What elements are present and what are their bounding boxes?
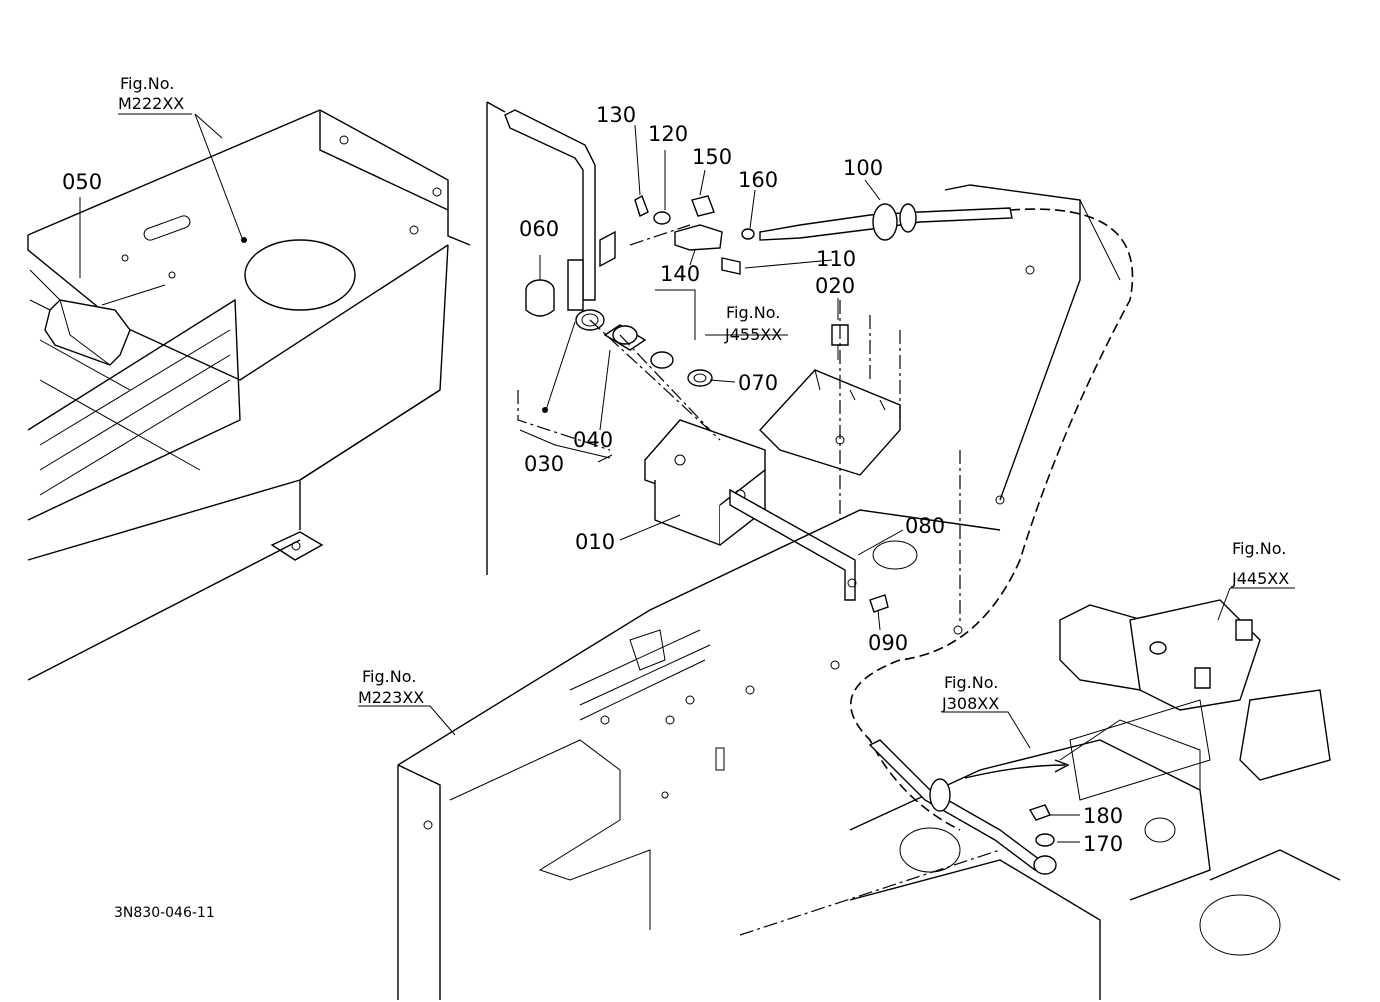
fig-prefix-j445xx: Fig.No. — [1232, 539, 1286, 558]
fig-prefix-j455xx: Fig.No. — [726, 303, 780, 322]
part-label-130: 130 — [596, 103, 636, 127]
part-label-110: 110 — [816, 247, 856, 271]
part-label-140: 140 — [660, 262, 700, 286]
part-label-010: 010 — [575, 530, 615, 554]
part-label-180: 180 — [1083, 804, 1123, 828]
part-label-060: 060 — [519, 217, 559, 241]
fig-ref-m222xx: M222XX — [118, 94, 184, 113]
leader-lines — [79, 113, 1295, 843]
part-label-090: 090 — [868, 631, 908, 655]
part-label-070: 070 — [738, 371, 778, 395]
figure-reference-labels: Fig.No. M222XX Fig.No. J455XX Fig.No. M2… — [118, 74, 1289, 713]
part-label-050: 050 — [62, 170, 102, 194]
fig-ref-j308xx: J308XX — [941, 694, 999, 713]
part-label-080: 080 — [905, 514, 945, 538]
fig-ref-m223xx: M223XX — [358, 688, 424, 707]
part-label-160: 160 — [738, 168, 778, 192]
drawing-code: 3N830-046-11 — [114, 905, 215, 921]
part-number-labels: 050 130 120 150 160 100 060 110 140 020 … — [62, 103, 1123, 856]
part-label-120: 120 — [648, 122, 688, 146]
fig-prefix-m223xx: Fig.No. — [362, 667, 416, 686]
floor-panel-drawing — [27, 109, 471, 681]
part-label-020: 020 — [815, 274, 855, 298]
chassis-drawing — [397, 184, 1134, 1000]
part-label-170: 170 — [1083, 832, 1123, 856]
part-label-030: 030 — [524, 452, 564, 476]
fig-ref-j455xx: J455XX — [724, 325, 782, 344]
part-label-040: 040 — [573, 428, 613, 452]
valve-drawing — [849, 599, 1341, 1000]
fig-ref-j445xx: J445XX — [1231, 569, 1289, 588]
fig-prefix-j308xx: Fig.No. — [944, 673, 998, 692]
fig-prefix-m222xx: Fig.No. — [120, 74, 174, 93]
part-label-100: 100 — [843, 156, 883, 180]
lever-assembly-drawing — [486, 101, 1013, 625]
part-label-150: 150 — [692, 145, 732, 169]
